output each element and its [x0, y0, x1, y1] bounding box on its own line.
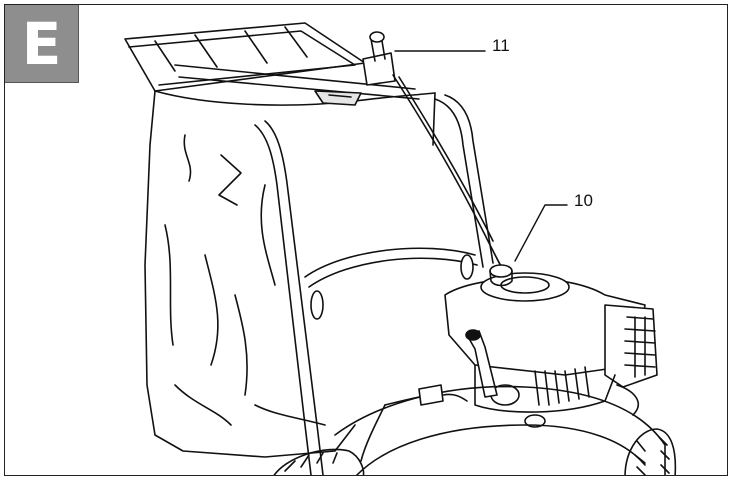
- wheels: [273, 428, 677, 475]
- figure-frame: E 11 10: [4, 4, 728, 476]
- leader-line-10: [514, 204, 568, 262]
- throttle-control: [362, 31, 512, 284]
- handle-bar: [254, 94, 494, 475]
- leader-lines: [394, 50, 568, 262]
- mower-line-drawing: [124, 22, 677, 475]
- grass-catcher-bag: [124, 22, 436, 458]
- section-label-badge: E: [5, 5, 79, 83]
- callout-label-11: 11: [492, 36, 510, 55]
- engine: [334, 264, 666, 475]
- callout-label-10: 10: [574, 191, 593, 210]
